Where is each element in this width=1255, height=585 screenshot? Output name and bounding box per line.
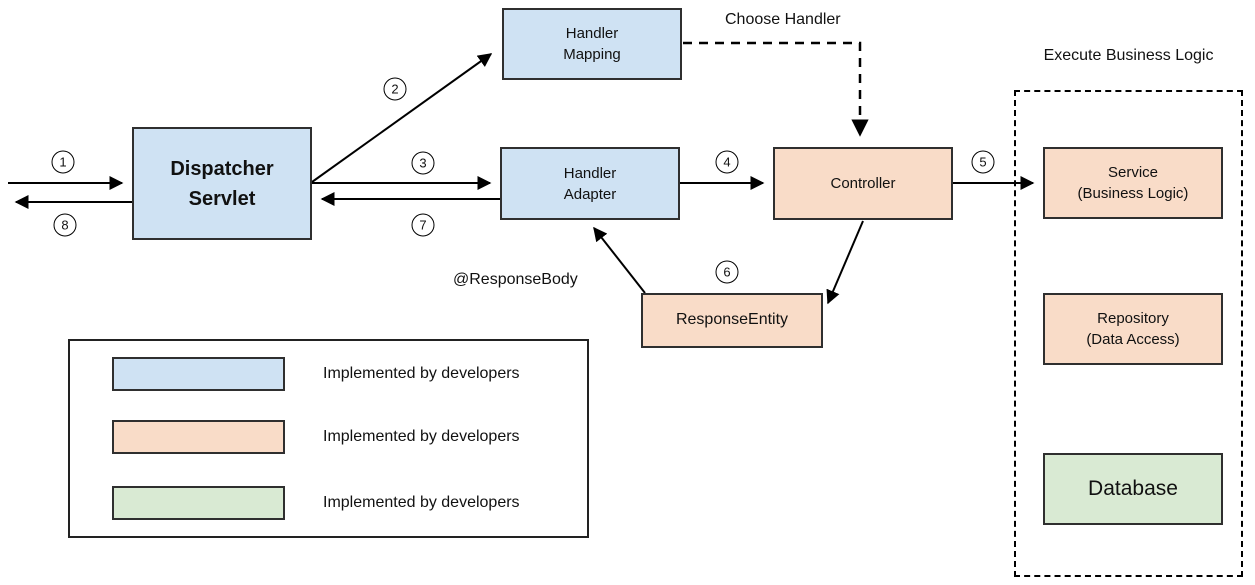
- node-label: (Business Logic): [1077, 185, 1189, 202]
- node-label: Servlet: [188, 187, 256, 210]
- legend-label: Implemented by developers: [323, 494, 520, 511]
- step-6-badge: 6: [715, 260, 739, 284]
- node-response-entity: ResponseEntity: [641, 293, 823, 348]
- node-database: Database: [1043, 453, 1223, 525]
- node-label: Controller: [830, 175, 896, 192]
- node-repository: Repository (Data Access): [1043, 293, 1223, 365]
- node-label: (Data Access): [1086, 331, 1180, 348]
- legend-label: Implemented by developers: [323, 428, 520, 445]
- node-label: Dispatcher: [170, 157, 274, 180]
- node-label: Mapping: [563, 46, 621, 63]
- choose-handler-label: Choose Handler: [725, 11, 841, 28]
- step-5-badge: 5: [971, 150, 995, 174]
- business-logic-container: [1014, 90, 1243, 577]
- step-7-badge: 7: [411, 213, 435, 237]
- node-label: Database: [1088, 477, 1178, 501]
- legend-box: Implemented by developers Implemented by…: [68, 339, 589, 538]
- node-service: Service (Business Logic): [1043, 147, 1223, 219]
- response-body-label: @ResponseBody: [453, 271, 578, 288]
- step-1-badge: 1: [51, 150, 75, 174]
- legend-swatch-green: [112, 486, 285, 520]
- node-handler-adapter: Handler Adapter: [500, 147, 680, 220]
- step-2-badge: 2: [383, 77, 407, 101]
- node-label: ResponseEntity: [675, 311, 789, 329]
- business-logic-container-title: Execute Business Logic: [1043, 47, 1214, 64]
- node-label: Repository: [1097, 310, 1169, 327]
- legend-swatch-peach: [112, 420, 285, 454]
- step-8-badge: 8: [53, 213, 77, 237]
- legend-label: Implemented by developers: [323, 365, 520, 382]
- legend-swatch-blue: [112, 357, 285, 391]
- node-label: Adapter: [563, 185, 617, 203]
- node-label: Handler: [565, 25, 619, 42]
- step-3-badge: 3: [411, 151, 435, 175]
- node-dispatcher-servlet: Dispatcher Servlet: [132, 127, 312, 240]
- node-controller: Controller: [773, 147, 953, 220]
- node-label: Handler: [563, 164, 617, 182]
- node-label: Service: [1107, 164, 1159, 181]
- node-handler-mapping: Handler Mapping: [502, 8, 682, 80]
- step-4-badge: 4: [715, 150, 739, 174]
